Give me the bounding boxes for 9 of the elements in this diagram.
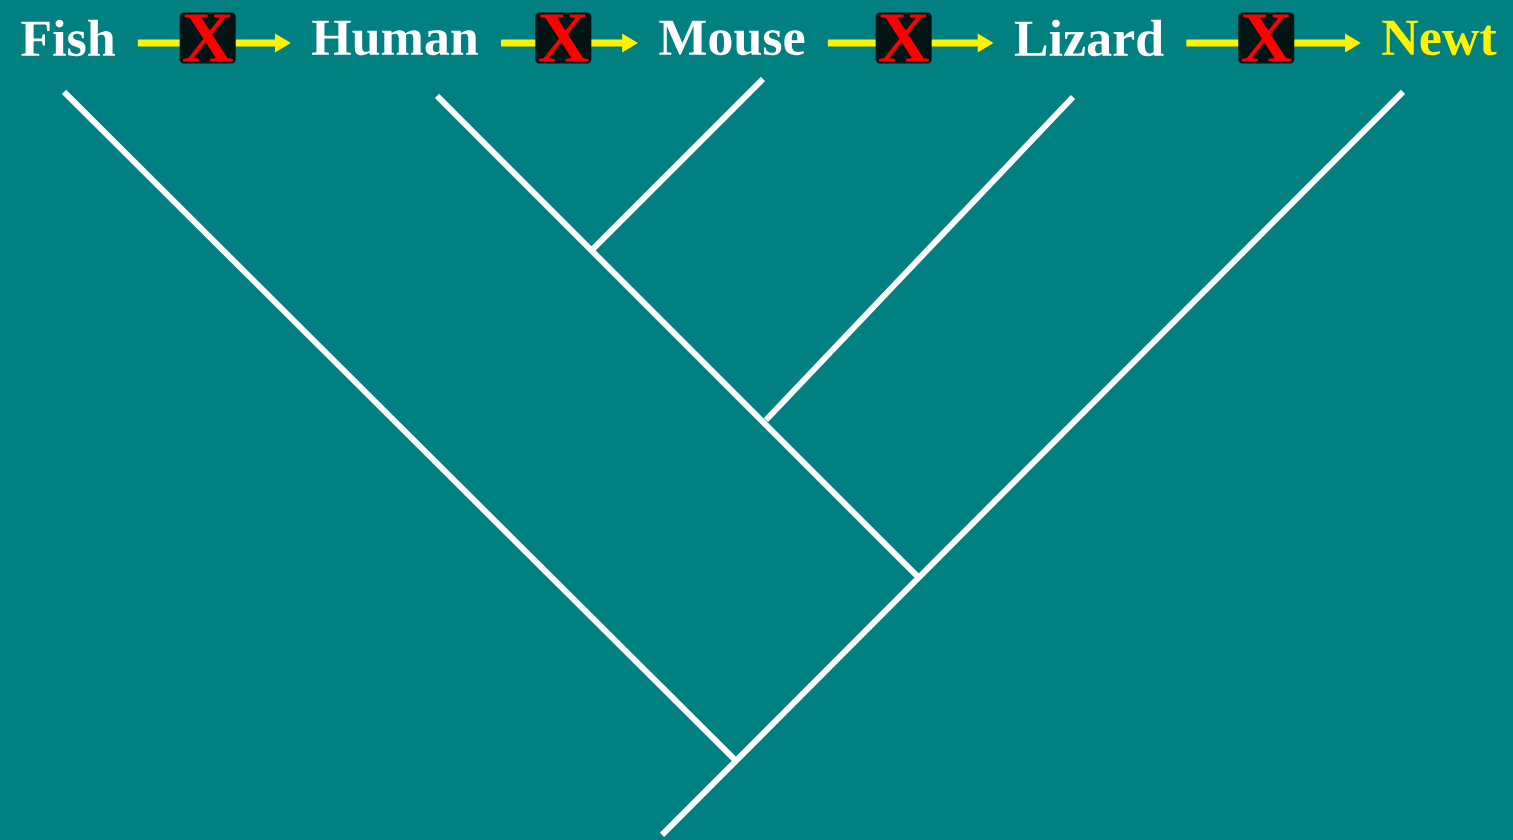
cross-mark: X (179, 12, 236, 64)
taxon-label: Mouse (659, 20, 805, 56)
cross-mark: X (1238, 12, 1295, 64)
taxon-label: Newt (1382, 20, 1497, 56)
cross-mark: X (875, 12, 932, 64)
cross-mark: X (535, 12, 592, 64)
taxon-label: Human (312, 20, 479, 56)
taxon-label: Fish (21, 19, 115, 57)
taxon-label: Lizard (1014, 19, 1164, 57)
